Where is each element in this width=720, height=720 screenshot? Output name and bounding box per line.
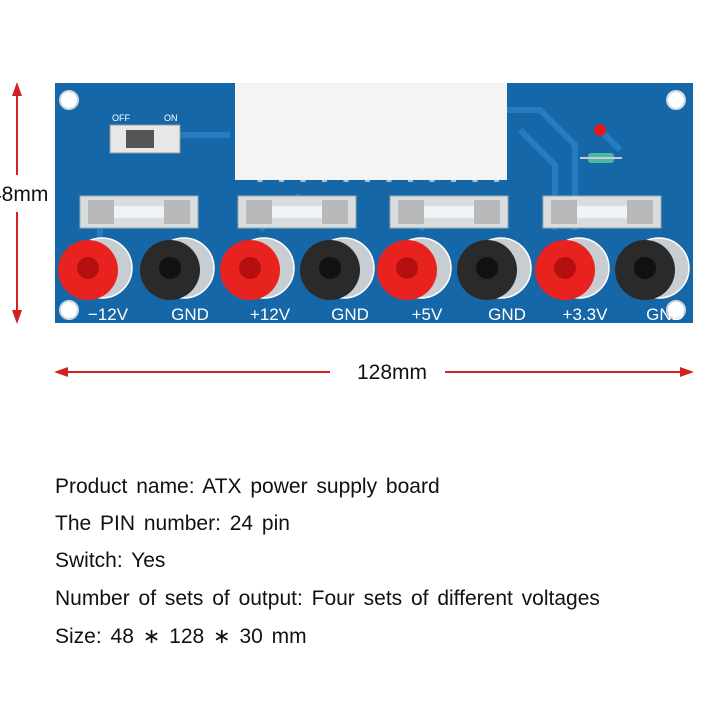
- terminal-label: GND: [171, 305, 209, 324]
- terminal-label: GND: [488, 305, 526, 324]
- height-label: 48mm: [0, 183, 48, 206]
- fuse: [79, 195, 199, 229]
- binding-post-positive[interactable]: [58, 237, 133, 300]
- atx-24pin-connector: [235, 83, 507, 182]
- spec-switch: Switch: Yes: [55, 549, 166, 572]
- spec-product-name: Product name: ATX power supply board: [55, 475, 440, 498]
- height-dimension: [12, 82, 22, 324]
- power-switch: OFF ON: [109, 113, 181, 154]
- width-label: 128mm: [357, 361, 427, 384]
- terminal-label: +12V: [250, 305, 291, 324]
- terminal-label: −12V: [88, 305, 129, 324]
- mounting-holes: [59, 90, 686, 320]
- spec-pin-number: The PIN number: 24 pin: [55, 512, 290, 535]
- terminal-label: GND: [646, 305, 684, 324]
- switch-on-label: ON: [164, 113, 178, 123]
- fuse: [389, 195, 509, 229]
- binding-post-positive[interactable]: [377, 237, 452, 300]
- binding-post-ground[interactable]: [140, 237, 215, 300]
- led-indicator: [594, 124, 606, 136]
- width-dimension: [54, 367, 694, 377]
- spec-size: Size: 48 ∗ 128 ∗ 30 mm: [55, 625, 307, 648]
- binding-post-ground[interactable]: [300, 237, 375, 300]
- switch-off-label: OFF: [112, 113, 130, 123]
- fuse: [237, 195, 357, 229]
- product-illustration: 48mm 128mm OFF ON: [0, 82, 694, 384]
- binding-post-positive[interactable]: [535, 237, 610, 300]
- spec-outputs: Number of sets of output: Four sets of d…: [55, 587, 600, 610]
- terminal-label: GND: [331, 305, 369, 324]
- binding-post-ground[interactable]: [615, 237, 690, 300]
- terminal-label: +3.3V: [563, 305, 609, 324]
- fuse: [542, 195, 662, 229]
- binding-post-ground[interactable]: [457, 237, 532, 300]
- binding-post-positive[interactable]: [220, 237, 295, 300]
- pcb-board: OFF ON −12V GND +12V GND +5V GND +3.3V GND: [55, 83, 693, 324]
- terminal-label: +5V: [412, 305, 443, 324]
